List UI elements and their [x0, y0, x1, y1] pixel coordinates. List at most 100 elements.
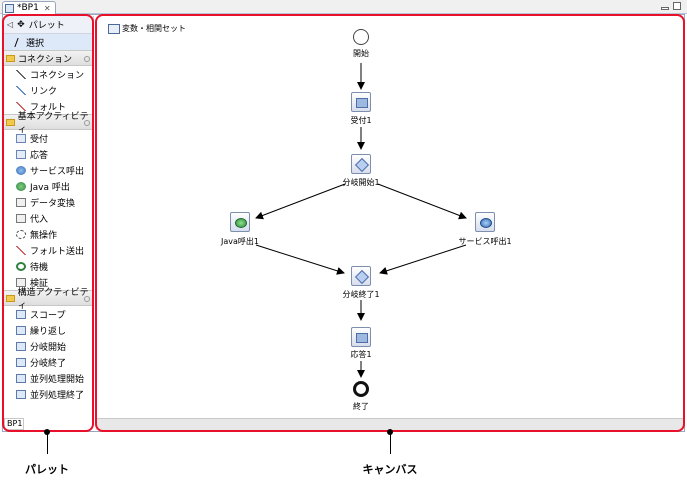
java-call-node[interactable]: [230, 212, 250, 232]
drawer-basic-activity[interactable]: 基本アクティビティ: [4, 112, 93, 135]
tool-label: 並列処理開始: [30, 374, 85, 385]
loop-icon: [16, 325, 26, 335]
tool-data-transform[interactable]: データ変換: [4, 194, 93, 210]
pin-icon[interactable]: [84, 296, 90, 302]
tool-branch-start[interactable]: 分岐開始: [4, 338, 93, 354]
scope-icon: [16, 309, 26, 319]
window-controls: [661, 2, 681, 10]
page-tab-bp1[interactable]: BP1: [4, 418, 24, 430]
branch-end-node[interactable]: [351, 266, 371, 286]
minimize-icon[interactable]: [661, 7, 669, 10]
pin-icon[interactable]: [84, 56, 90, 62]
data-transform-icon: [16, 197, 26, 207]
tool-label: フォルト送出: [30, 246, 85, 257]
editor-tab-bp1[interactable]: *BP1 ✕: [2, 1, 56, 14]
end-node[interactable]: [353, 381, 369, 397]
tool-no-op[interactable]: 無操作: [4, 226, 93, 242]
tool-receive[interactable]: 受付: [4, 130, 93, 146]
fault-icon: [16, 101, 26, 111]
java-call-label: Java呼出1: [221, 237, 259, 246]
tool-label: 待機: [30, 262, 49, 273]
reply-icon: [16, 149, 26, 159]
palette-header[interactable]: ◁ ✥ パレット: [4, 16, 93, 34]
tool-assign[interactable]: 代入: [4, 210, 93, 226]
tool-label: フォルト: [30, 102, 67, 113]
close-icon[interactable]: ✕: [43, 3, 51, 13]
tool-label: 繰り返し: [30, 326, 67, 337]
editor-tab-title: *BP1: [17, 3, 39, 13]
canvas-callout-line: [390, 432, 391, 454]
reply-node[interactable]: [351, 327, 371, 347]
drawer-connection[interactable]: コネクション: [4, 50, 93, 66]
tool-label: 受付: [30, 134, 49, 145]
horizontal-scrollbar[interactable]: [96, 418, 683, 430]
folder-icon: [6, 294, 15, 302]
variable-set-label: 変数・相関セット: [122, 24, 186, 33]
tool-scope[interactable]: スコープ: [4, 306, 93, 322]
branch-start-label: 分岐開始1: [342, 178, 380, 187]
receive-label: 受付1: [350, 116, 372, 125]
process-icon: [5, 3, 14, 13]
receive-icon: [16, 133, 26, 143]
service-call-label: サービス呼出1: [458, 237, 512, 246]
select-tool[interactable]: 選択: [4, 34, 93, 50]
palette-icon: ✥: [17, 19, 25, 30]
tool-label: サービス呼出: [30, 166, 85, 177]
service-call-icon: [16, 165, 26, 175]
tool-label: 並列処理終了: [30, 390, 85, 401]
tool-label: コネクション: [30, 70, 85, 81]
drawer-title: コネクション: [18, 54, 73, 65]
branch-end-icon: [16, 357, 26, 367]
tool-label: 応答: [30, 150, 49, 161]
tool-label: データ変換: [30, 198, 76, 209]
start-label: 開始: [353, 49, 369, 58]
assign-icon: [16, 213, 26, 223]
tool-parallel-end[interactable]: 並列処理終了: [4, 386, 93, 402]
tool-wait[interactable]: 待機: [4, 258, 93, 274]
tool-link[interactable]: リンク: [4, 82, 93, 98]
drawer-structured-activity[interactable]: 構造アクティビティ: [4, 288, 93, 311]
connection-icon: [16, 69, 26, 79]
parallel-end-icon: [16, 389, 26, 399]
collapse-icon[interactable]: ◁: [7, 20, 14, 29]
tool-parallel-start[interactable]: 並列処理開始: [4, 370, 93, 386]
branch-start-node[interactable]: [351, 154, 371, 174]
folder-icon: [6, 118, 15, 126]
palette-callout-label: パレット: [25, 463, 69, 476]
tool-loop[interactable]: 繰り返し: [4, 322, 93, 338]
select-tool-label: 選択: [26, 38, 45, 49]
tool-connection[interactable]: コネクション: [4, 66, 93, 82]
throw-fault-icon: [16, 245, 26, 255]
editor-tab-bar: *BP1 ✕: [0, 0, 687, 14]
tool-label: 分岐開始: [30, 342, 67, 353]
connection-service-branchend: [379, 244, 467, 275]
canvas-callout-label: キャンバス: [362, 463, 418, 476]
tool-fault[interactable]: フォルト: [4, 98, 93, 114]
tool-reply[interactable]: 応答: [4, 146, 93, 162]
branch-end-label: 分岐終了1: [342, 290, 380, 299]
palette-callout-line: [47, 432, 48, 454]
pin-icon[interactable]: [84, 120, 90, 126]
tool-throw-fault[interactable]: フォルト送出: [4, 242, 93, 258]
variable-set[interactable]: 変数・相関セット: [108, 23, 186, 34]
tool-validate[interactable]: 検証: [4, 274, 93, 290]
palette-title: パレット: [28, 21, 65, 31]
receive-node[interactable]: [351, 92, 371, 112]
branch-start-icon: [16, 341, 26, 351]
tool-java-call[interactable]: Java 呼出: [4, 178, 93, 194]
tool-label: Java 呼出: [30, 182, 70, 193]
tool-branch-end[interactable]: 分岐終了: [4, 354, 93, 370]
tool-label: スコープ: [30, 310, 66, 321]
maximize-icon[interactable]: [673, 2, 681, 10]
connection-branch-service: [377, 183, 467, 220]
palette: ◁ ✥ パレット 選択 コネクション コネクション リンク フォルト 基本アクテ…: [4, 16, 94, 416]
start-node[interactable]: [353, 29, 369, 45]
tool-service-call[interactable]: サービス呼出: [4, 162, 93, 178]
variable-set-icon: [108, 23, 120, 34]
drawer-title: 構造アクティビティ: [17, 288, 89, 311]
validate-icon: [16, 277, 26, 287]
drawer-title: 基本アクティビティ: [17, 112, 89, 135]
canvas[interactable]: [96, 16, 683, 418]
service-call-node[interactable]: [475, 212, 495, 232]
